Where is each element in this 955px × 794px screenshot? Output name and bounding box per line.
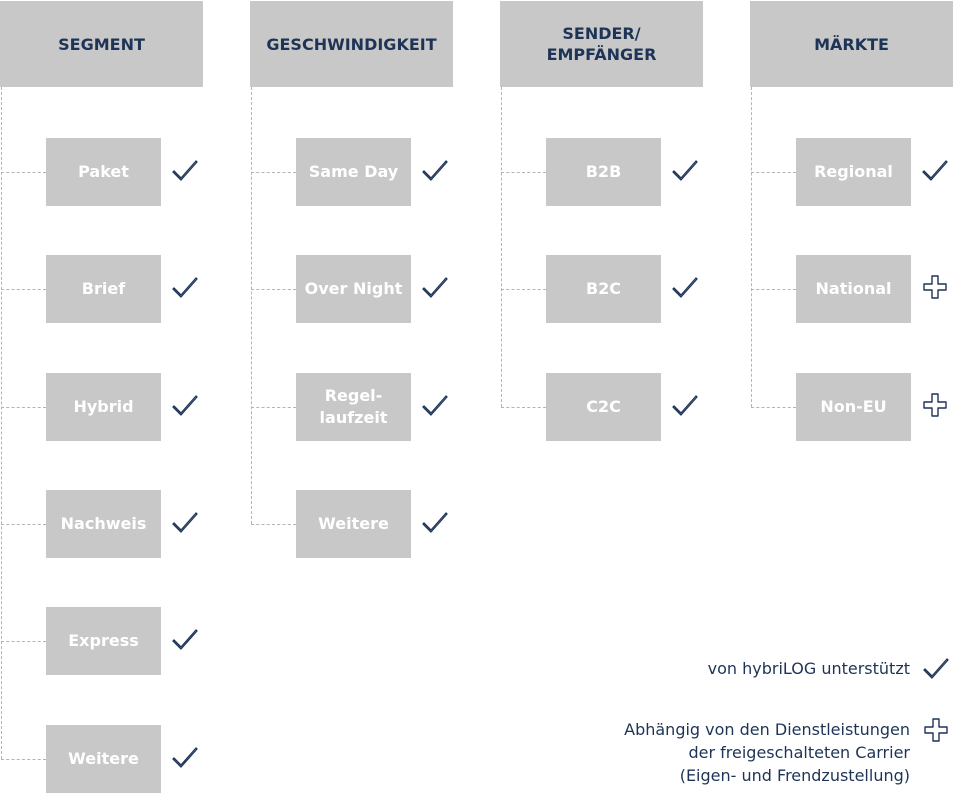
item-box: Regional bbox=[796, 138, 911, 206]
connector-horizontal bbox=[1, 407, 46, 408]
item-box: Express bbox=[46, 607, 161, 675]
connector-vertical bbox=[251, 87, 252, 524]
check-icon bbox=[422, 157, 448, 183]
column-header: SEGMENT bbox=[0, 1, 203, 87]
connector-horizontal bbox=[1, 759, 46, 760]
legend-check-text: von hybriLOG unterstützt bbox=[707, 659, 910, 678]
column-header: MÄRKTE bbox=[750, 1, 953, 87]
item-box: C2C bbox=[546, 373, 661, 441]
connector-horizontal bbox=[1, 641, 46, 642]
check-icon bbox=[172, 392, 198, 418]
check-icon bbox=[172, 509, 198, 535]
plus-icon bbox=[922, 274, 948, 300]
check-icon bbox=[422, 274, 448, 300]
connector-vertical bbox=[501, 87, 502, 407]
check-icon bbox=[672, 392, 698, 418]
check-icon bbox=[422, 509, 448, 535]
legend-plus-icon bbox=[923, 717, 949, 743]
connector-horizontal bbox=[751, 172, 796, 173]
connector-horizontal bbox=[501, 289, 546, 290]
connector-horizontal bbox=[751, 289, 796, 290]
item-box: Paket bbox=[46, 138, 161, 206]
item-box: National bbox=[796, 255, 911, 323]
check-icon bbox=[172, 626, 198, 652]
connector-vertical bbox=[1, 87, 2, 759]
item-box: Brief bbox=[46, 255, 161, 323]
connector-vertical bbox=[751, 87, 752, 407]
item-box: Over Night bbox=[296, 255, 411, 323]
legend-plus-text: Abhängig von den Dienstleistungen der fr… bbox=[624, 720, 910, 785]
check-icon bbox=[922, 157, 948, 183]
item-box: Non-EU bbox=[796, 373, 911, 441]
column-header: SENDER/ EMPFÄNGER bbox=[500, 1, 703, 87]
legend-check-icon bbox=[923, 655, 949, 681]
connector-horizontal bbox=[251, 172, 296, 173]
check-icon bbox=[172, 744, 198, 770]
item-box: B2C bbox=[546, 255, 661, 323]
connector-horizontal bbox=[251, 524, 296, 525]
check-icon bbox=[672, 157, 698, 183]
item-box: Regel- laufzeit bbox=[296, 373, 411, 441]
check-icon bbox=[172, 274, 198, 300]
item-box: Nachweis bbox=[46, 490, 161, 558]
item-box: Weitere bbox=[46, 725, 161, 793]
item-box: Weitere bbox=[296, 490, 411, 558]
check-icon bbox=[422, 392, 448, 418]
item-box: Same Day bbox=[296, 138, 411, 206]
connector-horizontal bbox=[251, 289, 296, 290]
column-header: GESCHWINDIGKEIT bbox=[250, 1, 453, 87]
column-2: SENDER/ EMPFÄNGER B2B B2C C2C bbox=[500, 0, 710, 794]
connector-horizontal bbox=[251, 407, 296, 408]
connector-horizontal bbox=[1, 172, 46, 173]
check-icon bbox=[672, 274, 698, 300]
check-icon bbox=[172, 157, 198, 183]
plus-icon bbox=[922, 392, 948, 418]
item-box: B2B bbox=[546, 138, 661, 206]
connector-horizontal bbox=[501, 407, 546, 408]
connector-horizontal bbox=[1, 524, 46, 525]
item-box: Hybrid bbox=[46, 373, 161, 441]
connector-horizontal bbox=[751, 407, 796, 408]
connector-horizontal bbox=[501, 172, 546, 173]
connector-horizontal bbox=[1, 289, 46, 290]
